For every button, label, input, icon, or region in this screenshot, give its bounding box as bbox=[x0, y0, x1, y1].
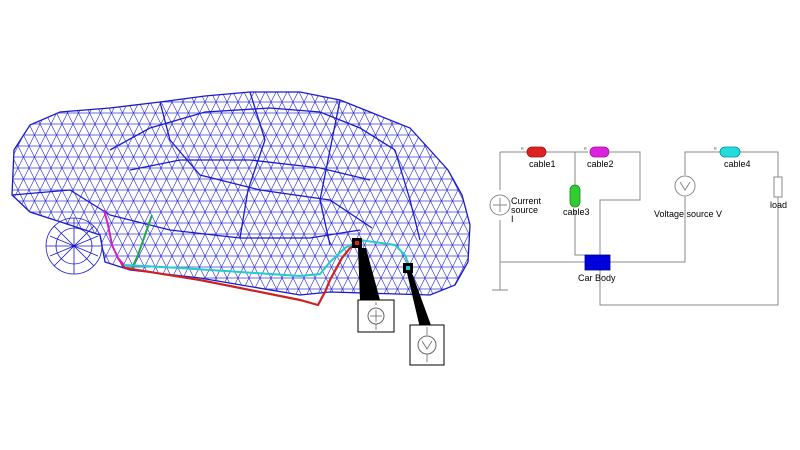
svg-text:e: e bbox=[584, 146, 587, 152]
voltage-source-label: Voltage source V bbox=[654, 209, 722, 219]
load-label: load bbox=[770, 200, 787, 210]
cable4-route bbox=[123, 238, 411, 278]
current-source-label-1: Current bbox=[511, 196, 542, 206]
circuit-diagram: Current source I e cable1 e cable2 cable… bbox=[489, 146, 787, 306]
svg-text:e: e bbox=[521, 146, 524, 152]
car-wireframe bbox=[11, 91, 471, 366]
cable1-symbol: e bbox=[521, 146, 547, 158]
cable3-symbol bbox=[569, 184, 581, 208]
cable3-label: cable3 bbox=[563, 207, 590, 217]
voltage-source-callout bbox=[409, 324, 445, 366]
cable1-label: cable1 bbox=[529, 159, 556, 169]
current-source-symbol bbox=[489, 194, 511, 216]
load-symbol bbox=[773, 176, 783, 198]
wheel bbox=[45, 217, 103, 275]
cable2-symbol: e bbox=[584, 146, 610, 158]
svg-text:e: e bbox=[714, 146, 717, 152]
car-body-node bbox=[584, 254, 611, 271]
cable1-route bbox=[117, 241, 359, 307]
cable2-route bbox=[103, 209, 125, 266]
cable4-symbol: e bbox=[714, 146, 741, 158]
cable2-label: cable2 bbox=[587, 159, 614, 169]
current-source-label-3: I bbox=[511, 214, 514, 224]
car-body-label: Car Body bbox=[578, 273, 616, 283]
current-source-callout bbox=[357, 299, 395, 333]
cable4-label: cable4 bbox=[724, 159, 751, 169]
current-source-label-2: source bbox=[511, 205, 538, 215]
cable3-route bbox=[131, 214, 153, 269]
mesh-triangles bbox=[12, 92, 470, 295]
voltage-source-symbol bbox=[674, 175, 696, 197]
